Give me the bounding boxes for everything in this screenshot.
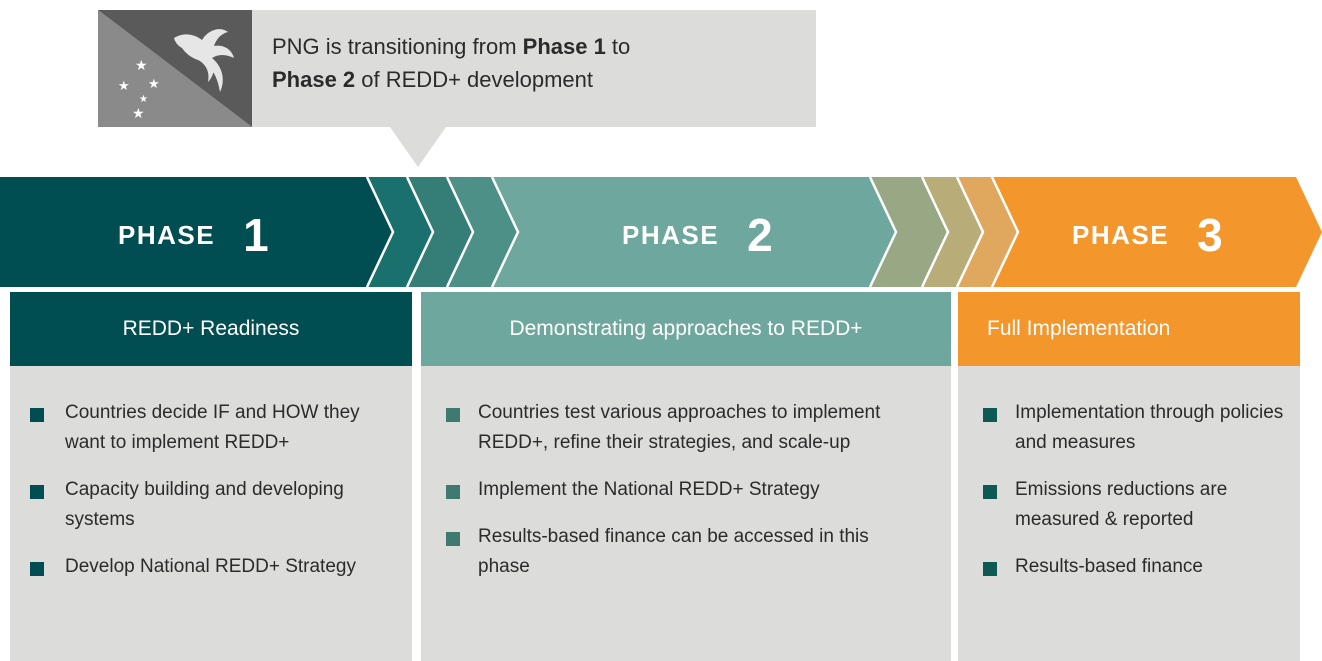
column-1-title-text: REDD+ Readiness (122, 317, 300, 340)
southern-cross-stars-icon: ★ ★ ★ ★ ★ (118, 58, 160, 122)
svg-text:★: ★ (139, 94, 148, 105)
column-2-body: Countries test various approaches to imp… (421, 366, 951, 661)
bullet-text: Countries decide IF and HOW they want to… (65, 402, 360, 453)
column-2-bullets: Countries test various approaches to imp… (446, 398, 931, 582)
bullet-square-icon (30, 562, 44, 576)
list-item: Emissions reductions are measured & repo… (983, 475, 1286, 535)
bullet-text: Countries test various approaches to imp… (478, 402, 881, 453)
bullet-text: Implementation through policies and meas… (1015, 402, 1284, 453)
phase1-arrow (0, 177, 393, 287)
chevron-1to2-a (365, 177, 433, 287)
column-3-title: Full Implementation (958, 292, 1300, 366)
column-1-bullets: Countries decide IF and HOW they want to… (30, 398, 392, 582)
phase2-arrow (490, 177, 896, 287)
chevron-1to2-c (445, 177, 518, 287)
column-1-title: REDD+ Readiness (10, 292, 412, 366)
phase-1-number: 1 (243, 209, 269, 261)
callout-phase-from: Phase 1 (522, 34, 606, 59)
bullet-square-icon (983, 485, 997, 499)
chevron-separators (365, 177, 1020, 287)
phase-2-number: 2 (747, 209, 773, 261)
phase-3-word: PHASE (1072, 219, 1170, 250)
column-1-body: Countries decide IF and HOW they want to… (10, 366, 412, 661)
bullet-text: Implement the National REDD+ Strategy (478, 479, 820, 500)
list-item: Countries decide IF and HOW they want to… (10, 398, 392, 458)
bullet-square-icon (30, 408, 44, 422)
list-item: Implementation through policies and meas… (983, 398, 1286, 458)
callout-suffix: of REDD+ development (355, 67, 594, 92)
phase3-arrow (990, 177, 1322, 287)
bullet-square-icon (446, 408, 460, 422)
column-2-title: Demonstrating approaches to REDD+ (421, 292, 951, 366)
phase-1-label: PHASE 1 (118, 209, 269, 261)
svg-text:★: ★ (135, 58, 148, 74)
bird-of-paradise-icon (174, 29, 234, 92)
bullet-square-icon (446, 532, 460, 546)
list-item: Countries test various approaches to imp… (446, 398, 918, 458)
column-3-body: Implementation through policies and meas… (958, 366, 1300, 661)
bullet-square-icon (983, 408, 997, 422)
bullet-square-icon (983, 562, 997, 576)
chevron-1to2-b (405, 177, 473, 287)
phase-3-label: PHASE 3 (1072, 209, 1223, 261)
phase-2-label: PHASE 2 (622, 209, 773, 261)
column-3-title-text: Full Implementation (987, 317, 1171, 340)
bullet-text: Results-based finance (1015, 556, 1203, 577)
callout-middle: to (605, 34, 631, 59)
phase-1-word: PHASE (118, 219, 216, 250)
list-item: Implement the National REDD+ Strategy (446, 475, 931, 505)
chevron-2to3-a (868, 177, 948, 287)
phase-2-word: PHASE (622, 219, 720, 250)
png-flag-icon: ★ ★ ★ ★ ★ (98, 10, 252, 127)
transition-callout: ★ ★ ★ ★ ★ PNG is transitioning from Phas… (98, 10, 816, 167)
bullet-text: Emissions reductions are measured & repo… (1015, 479, 1228, 530)
bullet-text: Results-based finance can be accessed in… (478, 526, 869, 577)
bullet-text: Develop National REDD+ Strategy (65, 556, 356, 577)
list-item: Capacity building and developing systems (10, 475, 392, 535)
bullet-square-icon (446, 485, 460, 499)
bullet-square-icon (30, 485, 44, 499)
callout-phase-to: Phase 2 (272, 67, 356, 92)
column-2-title-text: Demonstrating approaches to REDD+ (509, 317, 863, 340)
phase-arrow-band (0, 177, 1322, 287)
bullet-text: Capacity building and developing systems (65, 479, 344, 530)
column-3-bullets: Implementation through policies and meas… (983, 398, 1286, 582)
list-item: Develop National REDD+ Strategy (10, 552, 392, 582)
callout-pointer (390, 127, 446, 167)
list-item: Results-based finance (983, 552, 1286, 582)
callout-prefix: PNG is transitioning from (272, 34, 523, 59)
list-item: Results-based finance can be accessed in… (446, 522, 918, 582)
svg-text:★: ★ (132, 106, 145, 122)
svg-text:★: ★ (148, 77, 160, 92)
phase-3-number: 3 (1197, 209, 1223, 261)
svg-text:★: ★ (118, 79, 130, 94)
